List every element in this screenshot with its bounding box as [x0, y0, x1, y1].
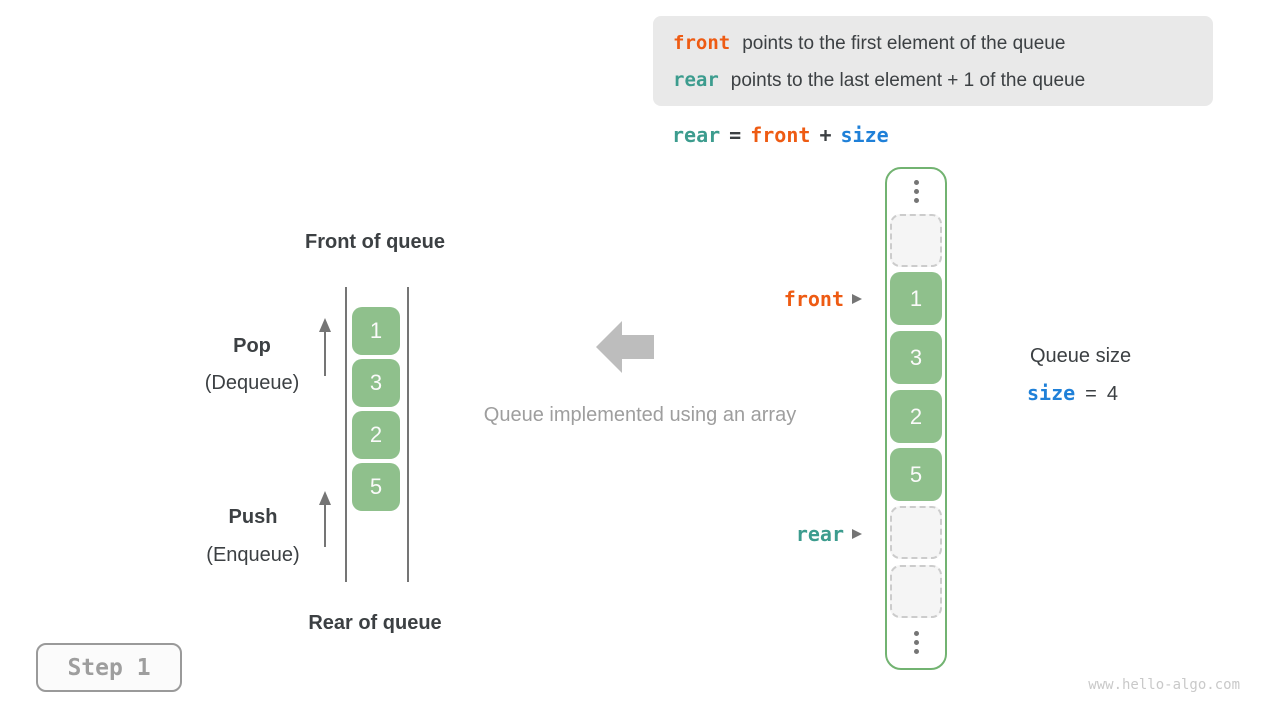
push-arrow-icon — [317, 491, 333, 554]
step-badge-label: Step 1 — [67, 654, 151, 681]
enqueue-label: (Enqueue) — [206, 544, 300, 566]
size-equals: = — [1085, 383, 1097, 405]
formula-rear: rear — [672, 123, 721, 147]
rear-pointer-label: rear — [795, 522, 844, 546]
rear-description: points to the last element + 1 of the qu… — [730, 70, 1086, 91]
queue-wall-right — [407, 287, 409, 582]
formula-equals: = — [729, 123, 742, 147]
queue-wall-left — [345, 287, 347, 582]
front-code-label: front — [673, 32, 731, 54]
step-badge: Step 1 — [36, 643, 182, 692]
array-cell-empty — [890, 214, 942, 267]
right-arrowhead-icon — [852, 294, 862, 304]
push-label: Push — [228, 506, 278, 528]
info-line-rear: rear points to the last element + 1 of th… — [673, 62, 1213, 99]
formula-front: front — [750, 123, 811, 147]
array-cell: 1 — [890, 272, 942, 325]
ellipsis-top-icon — [908, 180, 924, 203]
queue-cell: 3 — [352, 359, 400, 407]
queue-size-value-line: size = 4 — [1027, 381, 1118, 406]
dequeue-label: (Dequeue) — [204, 372, 300, 394]
front-pointer-label: front — [783, 287, 844, 311]
right-arrowhead-icon — [852, 529, 862, 539]
queue-size-title: Queue size — [1030, 345, 1132, 367]
pop-label: Pop — [233, 335, 271, 357]
array-cell: 2 — [890, 390, 942, 443]
ellipsis-bottom-icon — [908, 631, 924, 654]
formula-plus: + — [819, 123, 832, 147]
pop-arrow-icon — [317, 318, 333, 383]
queue-cell: 1 — [352, 307, 400, 355]
formula: rear = front + size — [672, 123, 898, 147]
queue-cell: 5 — [352, 463, 400, 511]
queue-cell: 2 — [352, 411, 400, 459]
array-cell-empty — [890, 565, 942, 618]
size-value: 4 — [1106, 383, 1118, 405]
rear-of-queue-label: Rear of queue — [308, 612, 442, 634]
left-arrow-icon — [596, 321, 654, 378]
watermark: www.hello-algo.com — [1088, 677, 1240, 693]
array-cell-empty — [890, 506, 942, 559]
array-implementation-caption: Queue implemented using an array — [483, 404, 797, 426]
size-code-label: size — [1027, 381, 1076, 405]
array-cell: 3 — [890, 331, 942, 384]
info-box: front points to the first element of the … — [653, 16, 1213, 106]
front-of-queue-label: Front of queue — [305, 231, 445, 253]
rear-pointer: rear — [740, 522, 862, 546]
rear-code-label: rear — [673, 69, 719, 91]
front-description: points to the first element of the queue — [742, 33, 1066, 54]
formula-size: size — [840, 123, 889, 147]
array-cell: 5 — [890, 448, 942, 501]
info-line-front: front points to the first element of the … — [673, 25, 1213, 62]
front-pointer: front — [740, 287, 862, 311]
